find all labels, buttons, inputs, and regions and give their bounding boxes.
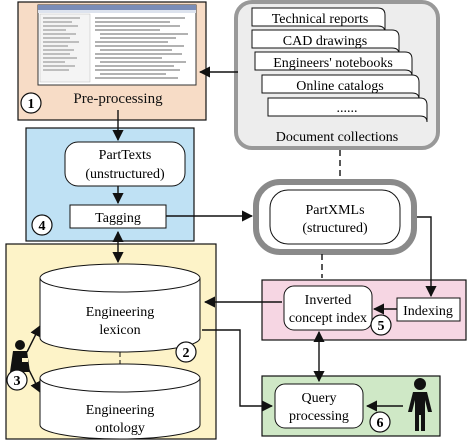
document-collections-caption: Document collections xyxy=(276,130,398,145)
engineering-lexicon-cylinder xyxy=(39,263,201,353)
ontology-to-query-arrow xyxy=(202,329,274,412)
engineering-ontology-cylinder xyxy=(39,363,201,440)
inverted-index-label: Inverted xyxy=(305,293,352,308)
query-processing-label: Query xyxy=(302,391,337,406)
document-sheet xyxy=(267,97,428,123)
partxmls-sublabel: (structured) xyxy=(302,221,368,236)
ontology-sublabel: ontology xyxy=(95,421,145,436)
preprocessing-module: Pre-processing 1 xyxy=(17,1,207,121)
index-badge xyxy=(370,314,392,336)
index-module: Inverted concept index Indexing 5 xyxy=(261,279,467,341)
query-module: Query processing 6 xyxy=(261,375,441,437)
software-screenshot-thumbnail xyxy=(37,4,197,86)
ontology-label: Engineering xyxy=(86,403,154,418)
domain-expert-icon xyxy=(10,340,30,372)
lexicon-sublabel: lexicon xyxy=(99,323,140,338)
expert-badge xyxy=(6,369,28,391)
expert-badge-number: 3 xyxy=(14,374,21,389)
document-item-engineers-notebooks: Engineers' notebooks xyxy=(273,56,393,71)
document-item-cad-drawings: CAD drawings xyxy=(283,34,367,49)
query-processing-sublabel: processing xyxy=(289,409,349,424)
inverted-index-sublabel: concept index xyxy=(289,311,367,326)
document-collections: Technical reports CAD drawings Engineers… xyxy=(234,0,440,150)
parttexts-sublabel: (unstructured) xyxy=(85,167,165,182)
connectors xyxy=(26,66,437,412)
parttexts-label: PartTexts xyxy=(99,148,152,163)
partxmls-module: PartXMLs (structured) xyxy=(253,179,417,255)
indexing-label: Indexing xyxy=(403,304,453,319)
preprocessing-label: Pre-processing xyxy=(73,91,163,107)
inverted-index-box xyxy=(283,285,373,331)
ontology-module: Engineering lexicon Engineering ontology… xyxy=(5,243,217,440)
query-badge-number: 6 xyxy=(377,416,384,431)
expert-to-lexicon-arrow xyxy=(26,324,41,353)
document-item-online-catalogs: Online catalogs xyxy=(296,79,383,94)
query-processing-box xyxy=(274,383,364,429)
tagging-label: Tagging xyxy=(95,211,141,226)
partxmls-label: PartXMLs xyxy=(305,203,364,218)
user-icon xyxy=(408,378,432,431)
partxmls-inner-box xyxy=(269,189,401,245)
preprocessing-badge xyxy=(20,92,42,114)
lexicon-badge xyxy=(175,341,197,363)
preprocessing-badge-number: 1 xyxy=(28,97,35,112)
index-badge-number: 5 xyxy=(378,319,385,334)
lexicon-badge-number: 2 xyxy=(183,346,190,361)
tagging-module: PartTexts (unstructured) Tagging 4 xyxy=(25,127,195,242)
query-badge xyxy=(369,411,391,433)
tagging-badge xyxy=(31,214,53,236)
document-item-technical-reports: Technical reports xyxy=(272,12,369,27)
tagging-badge-number: 4 xyxy=(39,219,46,234)
document-item-ellipsis: ...... xyxy=(337,101,358,116)
lexicon-label: Engineering xyxy=(86,305,154,320)
parttexts-box xyxy=(64,141,186,187)
partxmls-to-indexing-arrow xyxy=(417,216,437,298)
expert-to-ontology-arrow xyxy=(26,365,41,394)
